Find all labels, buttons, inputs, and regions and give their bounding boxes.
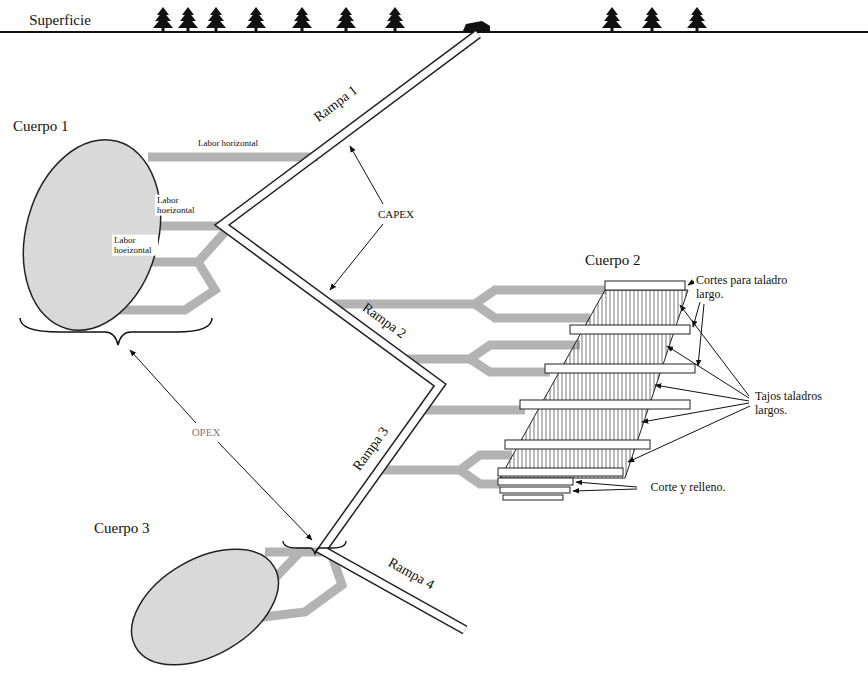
level-band: [422, 406, 525, 415]
tree: [246, 7, 266, 32]
tree: [602, 7, 622, 32]
tree: [292, 7, 312, 32]
leader-arrow: [330, 224, 383, 290]
tree-row: [153, 7, 707, 32]
ore-body: [3, 124, 181, 346]
portal: [462, 21, 490, 33]
ore-body-node: Cuerpo 3: [130, 556, 280, 656]
level-band: [460, 470, 500, 484]
leader-arrow: [130, 350, 196, 423]
level-label: Labor hoeizontal: [112, 235, 158, 256]
cut-and-fill-slice: [500, 487, 570, 493]
tree: [178, 7, 198, 32]
slice-cut: [545, 364, 695, 373]
level-band: [148, 153, 318, 162]
slice-cuts: [498, 281, 695, 500]
tree: [153, 7, 173, 32]
level-band: [379, 455, 512, 470]
callout-label: Cortes para taladro largo.: [694, 274, 806, 302]
leader-arrow: [680, 305, 749, 396]
tree: [385, 7, 405, 32]
slice-cut: [520, 400, 690, 409]
level-band: [405, 345, 580, 359]
level-label: Labor hoeizontal: [155, 195, 201, 216]
cut-and-fill-slice: [503, 495, 563, 500]
leader-arrow: [350, 146, 383, 204]
tree: [687, 7, 707, 32]
surface-label: Superficie: [27, 12, 93, 29]
leader-lines: [130, 146, 750, 540]
level-label: Labor horizontal: [196, 138, 260, 148]
callout-label: Tajos taladros largos.: [753, 390, 857, 418]
leader-arrow: [642, 403, 749, 422]
leader-arrow: [218, 442, 312, 540]
leader-arrow: [628, 406, 750, 462]
cost-label: OPEX: [190, 426, 223, 439]
leader-arrow: [667, 346, 749, 398]
horizontal-workings: [120, 157, 606, 618]
slice-cut: [498, 468, 623, 476]
body-heading: Cuerpo 3: [94, 520, 149, 537]
slice-cut: [605, 281, 685, 290]
slice-cut: [570, 325, 690, 334]
cost-label: CAPEX: [376, 208, 416, 221]
body-heading: Cuerpo 2: [585, 252, 640, 269]
cut-and-fill-slice: [498, 478, 573, 485]
ramp-outline: [222, 34, 478, 630]
ore-body: [112, 525, 299, 688]
callout-label: Corte y relleno.: [649, 481, 728, 495]
slice-cut: [505, 440, 650, 449]
level-band: [470, 359, 550, 372]
surface-line: [0, 31, 868, 33]
tree: [206, 7, 226, 32]
bracket: [283, 541, 346, 554]
leader-arrow: [576, 482, 637, 487]
body-heading: Cuerpo 1: [13, 118, 68, 135]
level-band: [475, 304, 590, 318]
tree: [642, 7, 662, 32]
bracket: [20, 318, 212, 345]
leader-arrow: [655, 385, 749, 401]
tree: [336, 7, 356, 32]
leader-arrow: [573, 489, 637, 491]
ore-body-node: Cuerpo 2: [495, 278, 700, 500]
ramp-inner: [222, 34, 478, 630]
ore-body-stopes: [500, 290, 688, 478]
